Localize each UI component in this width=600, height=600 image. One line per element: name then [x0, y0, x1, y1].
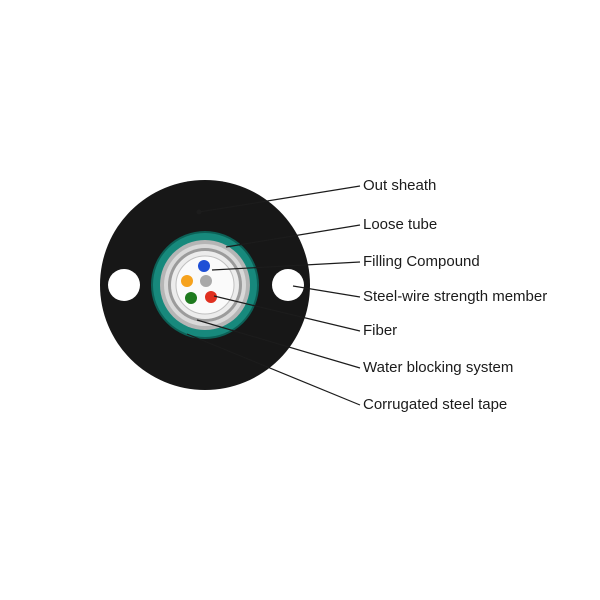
leader-line-filling-compound	[211, 261, 361, 271]
label-out-sheath: Out sheath	[363, 177, 437, 194]
steel-wire-hole-right	[272, 269, 304, 301]
leader-dot-out-sheath	[196, 209, 202, 215]
fiber-dot-green	[185, 292, 197, 304]
fiber-dot-gray	[200, 275, 212, 287]
leader-line-fiber	[213, 295, 361, 332]
steel-wire-hole-left	[108, 269, 140, 301]
label-corrugated-steel-tape: Corrugated steel tape	[363, 396, 508, 413]
label-fiber: Fiber	[363, 322, 398, 339]
label-filling-compound: Filling Compound	[363, 253, 480, 270]
fiber-dot-orange	[181, 275, 193, 287]
label-water-blocking-system: Water blocking system	[363, 359, 514, 376]
label-steel-wire-strength-member: Steel-wire strength member	[363, 288, 548, 305]
label-loose-tube: Loose tube	[363, 216, 438, 233]
leader-line-out-sheath	[198, 185, 361, 213]
fiber-dot-blue	[198, 260, 210, 272]
leader-line-loose-tube	[225, 224, 361, 248]
fiber-dot-red	[205, 291, 217, 303]
leader-line-corrugated-tape	[186, 333, 361, 406]
leader-line-steel-wire	[292, 285, 361, 298]
leader-line-water-blocking	[196, 319, 361, 369]
